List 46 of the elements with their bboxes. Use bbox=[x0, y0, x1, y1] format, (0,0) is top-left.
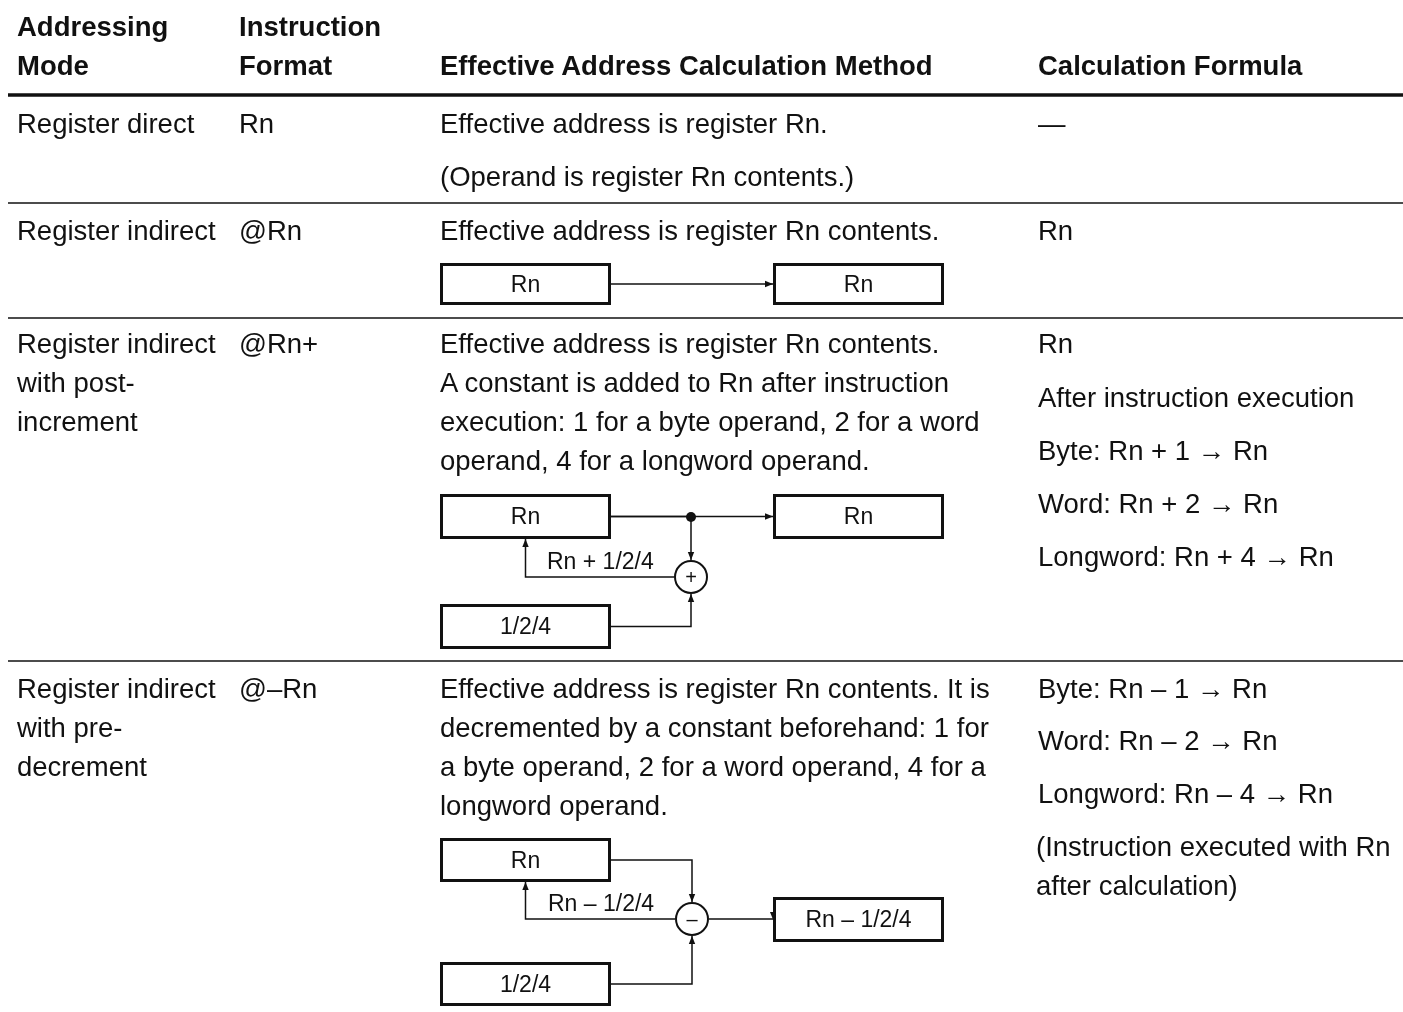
table-cell-text: @Rn bbox=[239, 213, 304, 248]
column-header: Instruction Format bbox=[239, 9, 383, 83]
register-box: 1/2/4 bbox=[440, 962, 611, 1006]
table-cell-text: Longword: Rn + 4 → Rn bbox=[1038, 539, 1335, 574]
table-cell-text: @–Rn bbox=[239, 671, 319, 706]
register-box: Rn bbox=[773, 263, 944, 305]
table-cell-text: Rn bbox=[1038, 326, 1075, 361]
column-header: Effective Address Calculation Method bbox=[440, 48, 934, 83]
table-cell-text: Effective address is register Rn contents. bbox=[440, 326, 941, 361]
table-cell-text: Effective address is register Rn. bbox=[440, 106, 829, 141]
table-cell-text: Byte: Rn + 1 → Rn bbox=[1038, 433, 1270, 468]
column-header: Calculation Formula bbox=[1038, 48, 1304, 83]
table-cell-text: Register direct bbox=[17, 106, 196, 141]
table-cell-text: Effective address is register Rn contents. bbox=[440, 213, 941, 248]
register-box: Rn bbox=[440, 494, 611, 539]
arrow bbox=[610, 593, 695, 628]
table-cell-text: Byte: Rn – 1 → Rn bbox=[1038, 671, 1269, 706]
table-cell-text: Rn bbox=[1038, 213, 1075, 248]
table-cell-text: Register indirect with post-increment bbox=[17, 326, 217, 439]
register-box: Rn bbox=[773, 494, 944, 539]
table-cell-text: Effective address is register Rn contents. It is decremented by a constant beforehand: 1 for a byte operand, 2 for a word operand, 4 for a longword operand. bbox=[440, 671, 991, 823]
table-cell-text: A constant is added to Rn after instruction execution: 1 for a byte operand, 2 for a word operand, 4 for a longword operand. bbox=[440, 365, 981, 478]
register-box: 1/2/4 bbox=[440, 604, 611, 649]
arrow bbox=[610, 280, 774, 288]
table-cell-text: Longword: Rn – 4 → Rn bbox=[1038, 776, 1335, 811]
arrow bbox=[522, 881, 676, 920]
register-box: Rn bbox=[440, 263, 611, 305]
table-cell-text: (Operand is register Rn contents.) bbox=[440, 159, 856, 194]
table-cell-text: Word: Rn + 2 → Rn bbox=[1038, 486, 1280, 521]
table-cell-text: @Rn+ bbox=[239, 326, 320, 361]
table-cell-text: Register indirect bbox=[17, 213, 217, 248]
arrow bbox=[522, 538, 675, 578]
table-cell-text: After instruction execution bbox=[1038, 380, 1356, 415]
arrow bbox=[610, 935, 696, 985]
table-cell-text: Register indirect with pre-decrement bbox=[17, 671, 217, 784]
register-box: Rn bbox=[440, 838, 611, 882]
adder-circle: + bbox=[674, 560, 708, 594]
table-cell-text: Word: Rn – 2 → Rn bbox=[1038, 723, 1279, 758]
register-box: Rn – 1/2/4 bbox=[773, 897, 944, 942]
arrow bbox=[610, 859, 696, 903]
table-cell-text: — bbox=[1038, 106, 1067, 141]
table-cell-text: (Instruction executed with Rn after calculation) bbox=[1036, 829, 1392, 903]
subtractor-circle: – bbox=[675, 902, 709, 936]
table-cell-text: Rn bbox=[239, 106, 276, 141]
column-header: Addressing Mode bbox=[17, 9, 170, 83]
arrow bbox=[610, 515, 695, 561]
